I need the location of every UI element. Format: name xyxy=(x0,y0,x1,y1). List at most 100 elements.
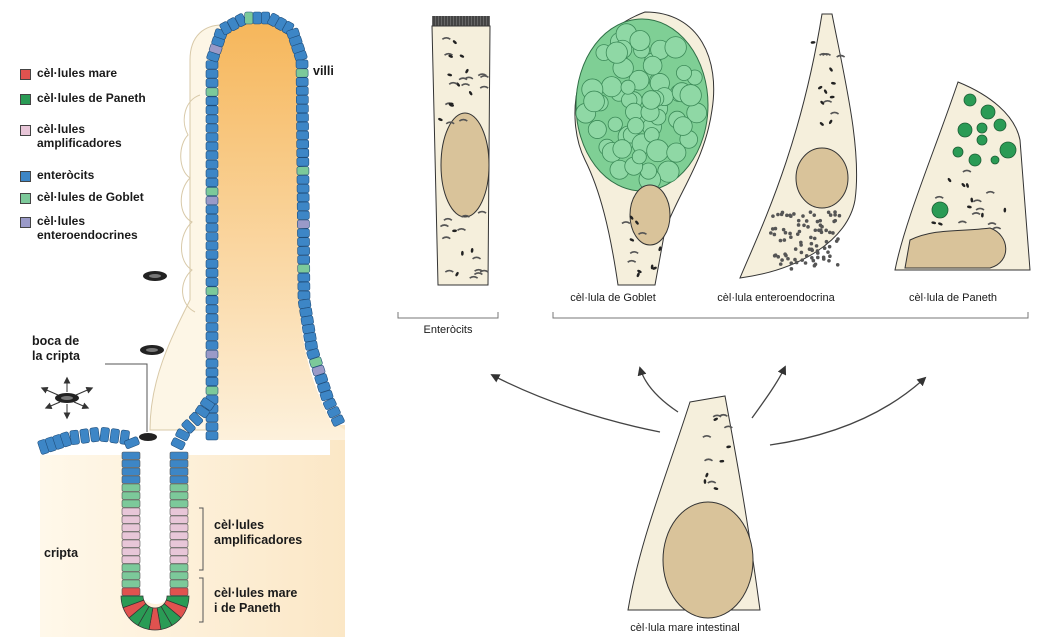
secretory-granule xyxy=(813,237,817,241)
goblet-cell-caption: cèl·lula de Goblet xyxy=(558,292,668,304)
secretory-granule xyxy=(808,247,812,251)
enteroendocrine-cell xyxy=(740,14,857,278)
crypt-cell-right xyxy=(170,476,188,483)
epithelial-cell xyxy=(206,214,218,222)
goblet-cell xyxy=(575,12,714,285)
secretory-granule xyxy=(829,213,833,217)
crypt-cell-right xyxy=(170,588,188,595)
crypt-cell-left xyxy=(122,564,140,571)
enterocytes-caption: Enteròcits xyxy=(408,324,488,336)
crypt-cell-right xyxy=(170,564,188,571)
legend-label: cèl·lules mare xyxy=(37,66,117,80)
secretory-granule xyxy=(781,211,785,215)
secretory-granule xyxy=(809,236,813,240)
crypt-cell-left xyxy=(122,572,140,579)
epithelial-cell xyxy=(206,169,218,177)
enteroendocrine-cell-caption: cèl·lula enteroendocrina xyxy=(706,292,846,304)
epithelial-cell xyxy=(206,287,218,295)
epithelial-cell xyxy=(297,131,309,139)
secretory-granule xyxy=(828,245,832,249)
crypt-cell-left xyxy=(122,452,140,459)
epithelial-cell xyxy=(206,423,218,431)
secretory-granule xyxy=(776,213,780,217)
epithelial-cell xyxy=(296,113,308,121)
epithelial-cell xyxy=(206,359,218,367)
epithelial-cell xyxy=(206,160,218,168)
legend-label: enteròcits xyxy=(37,168,94,182)
epithelial-cell xyxy=(206,377,218,385)
epithelial-cell xyxy=(298,264,310,272)
epithelial-cell xyxy=(297,202,309,210)
crypt-cell-right xyxy=(170,500,188,507)
legend-item-goblet-cells: cèl·lules de Goblet xyxy=(20,190,144,204)
secretory-granule xyxy=(815,244,819,248)
epithelial-cell xyxy=(206,269,218,277)
crypt-cell-right xyxy=(170,516,188,523)
paneth-granule xyxy=(1000,142,1016,158)
epithelial-cell xyxy=(296,104,308,112)
epithelial-cell xyxy=(296,60,308,68)
goblet-granule xyxy=(658,161,679,182)
secretory-granule xyxy=(799,241,803,245)
epithelial-cell xyxy=(296,69,308,77)
paneth-granule xyxy=(969,154,981,166)
crypt-cell-right xyxy=(170,532,188,539)
goblet-granule xyxy=(642,91,661,110)
amplifying-cells-label: cèl·lules amplificadores xyxy=(214,518,302,548)
secretory-granule xyxy=(794,247,798,251)
epithelial-cell xyxy=(206,386,218,394)
epithelial-cell xyxy=(297,184,309,192)
legend-item-amplifying-cells: cèl·lules amplificadores xyxy=(20,122,122,150)
secretory-granule xyxy=(797,223,801,227)
epithelial-cell xyxy=(297,167,309,175)
goblet-granule xyxy=(588,120,606,138)
stem-paneth-label: cèl·lules mare i de Paneth xyxy=(214,586,297,616)
epithelial-cell xyxy=(297,238,309,246)
secretory-granule xyxy=(769,231,773,235)
stem-cell-nucleus xyxy=(663,502,753,618)
secretory-granule xyxy=(828,231,832,235)
epithelial-cell xyxy=(206,178,218,186)
epithelial-cell xyxy=(297,211,309,219)
legend-item-enterocytes: enteròcits xyxy=(20,168,94,182)
secretory-granule xyxy=(819,223,823,227)
goblet-granule xyxy=(613,140,632,159)
secretory-granule xyxy=(792,212,796,216)
crypt-cell-left xyxy=(122,580,140,587)
legend-swatch xyxy=(20,193,31,204)
epithelial-cell xyxy=(297,140,309,148)
crypt-cell-left xyxy=(122,500,140,507)
secretory-granule xyxy=(796,232,800,236)
secretory-granule xyxy=(774,253,778,257)
secretory-granule xyxy=(824,229,828,233)
organelle xyxy=(811,41,816,44)
secretory-granule xyxy=(810,256,814,260)
epithelial-cell xyxy=(297,175,309,183)
crypt-cell-right xyxy=(170,492,188,499)
secretory-granule xyxy=(831,231,835,235)
crypt-cell-right xyxy=(170,452,188,459)
epithelial-cell xyxy=(206,124,218,132)
epithelial-cell xyxy=(206,368,218,376)
crypt-cell-right xyxy=(170,460,188,467)
secretory-granule xyxy=(771,214,775,218)
secretory-granule xyxy=(785,214,789,218)
crypt-cell-left xyxy=(122,484,140,491)
legend-swatch xyxy=(20,125,31,136)
crypt-cell-right xyxy=(170,572,188,579)
legend-swatch xyxy=(20,171,31,182)
epithelial-cell xyxy=(110,428,120,443)
secretory-granule xyxy=(788,214,792,218)
epithelial-cell xyxy=(206,97,218,105)
secretory-granule xyxy=(801,214,805,218)
epithelial-cell xyxy=(206,133,218,141)
epithelial-cell xyxy=(206,205,218,213)
secretory-granule xyxy=(832,220,836,224)
enterocyte-cell xyxy=(432,16,490,285)
paneth-cell-caption: cèl·lula de Paneth xyxy=(898,292,1008,304)
epithelial-cell xyxy=(297,229,309,237)
secretory-granule xyxy=(786,257,790,261)
legend-item-stem-cells: cèl·lules mare xyxy=(20,66,117,80)
goblet-granule xyxy=(628,118,644,134)
